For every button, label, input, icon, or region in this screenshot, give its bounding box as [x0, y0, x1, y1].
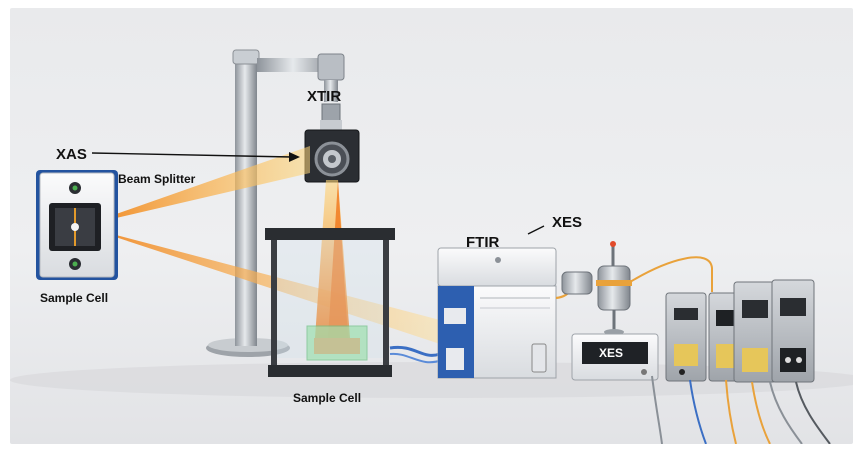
center-sample-stand	[265, 228, 443, 377]
label-beam-splitter: Beam Splitter	[118, 172, 196, 186]
detector-modules	[665, 279, 815, 383]
setup-illustration	[10, 49, 853, 444]
label-sample-cell-center: Sample Cell	[293, 391, 362, 405]
instrument-scene: XAS XTIR Beam Splitter Sample Cell Sampl…	[10, 8, 853, 444]
xes-pointer	[527, 225, 545, 235]
left-sample-cell	[36, 170, 118, 280]
xes-fiber	[629, 256, 713, 292]
label-sample-cell-left: Sample Cell	[40, 291, 109, 305]
beam-to-ftir	[82, 226, 455, 344]
label-xtir: XTIR	[307, 88, 342, 105]
beam-to-xtir	[82, 146, 310, 226]
xtir-detector	[304, 103, 360, 183]
cables	[651, 375, 831, 444]
label-xas: XAS	[56, 146, 87, 163]
xes-probe	[561, 241, 659, 381]
ftir-instrument	[437, 247, 557, 379]
beam-core	[328, 180, 348, 338]
label-ftir: FTIR	[466, 234, 500, 251]
xes-display-text: XES	[599, 346, 624, 360]
xas-arrow	[91, 152, 300, 162]
label-xes: XES	[552, 214, 583, 231]
